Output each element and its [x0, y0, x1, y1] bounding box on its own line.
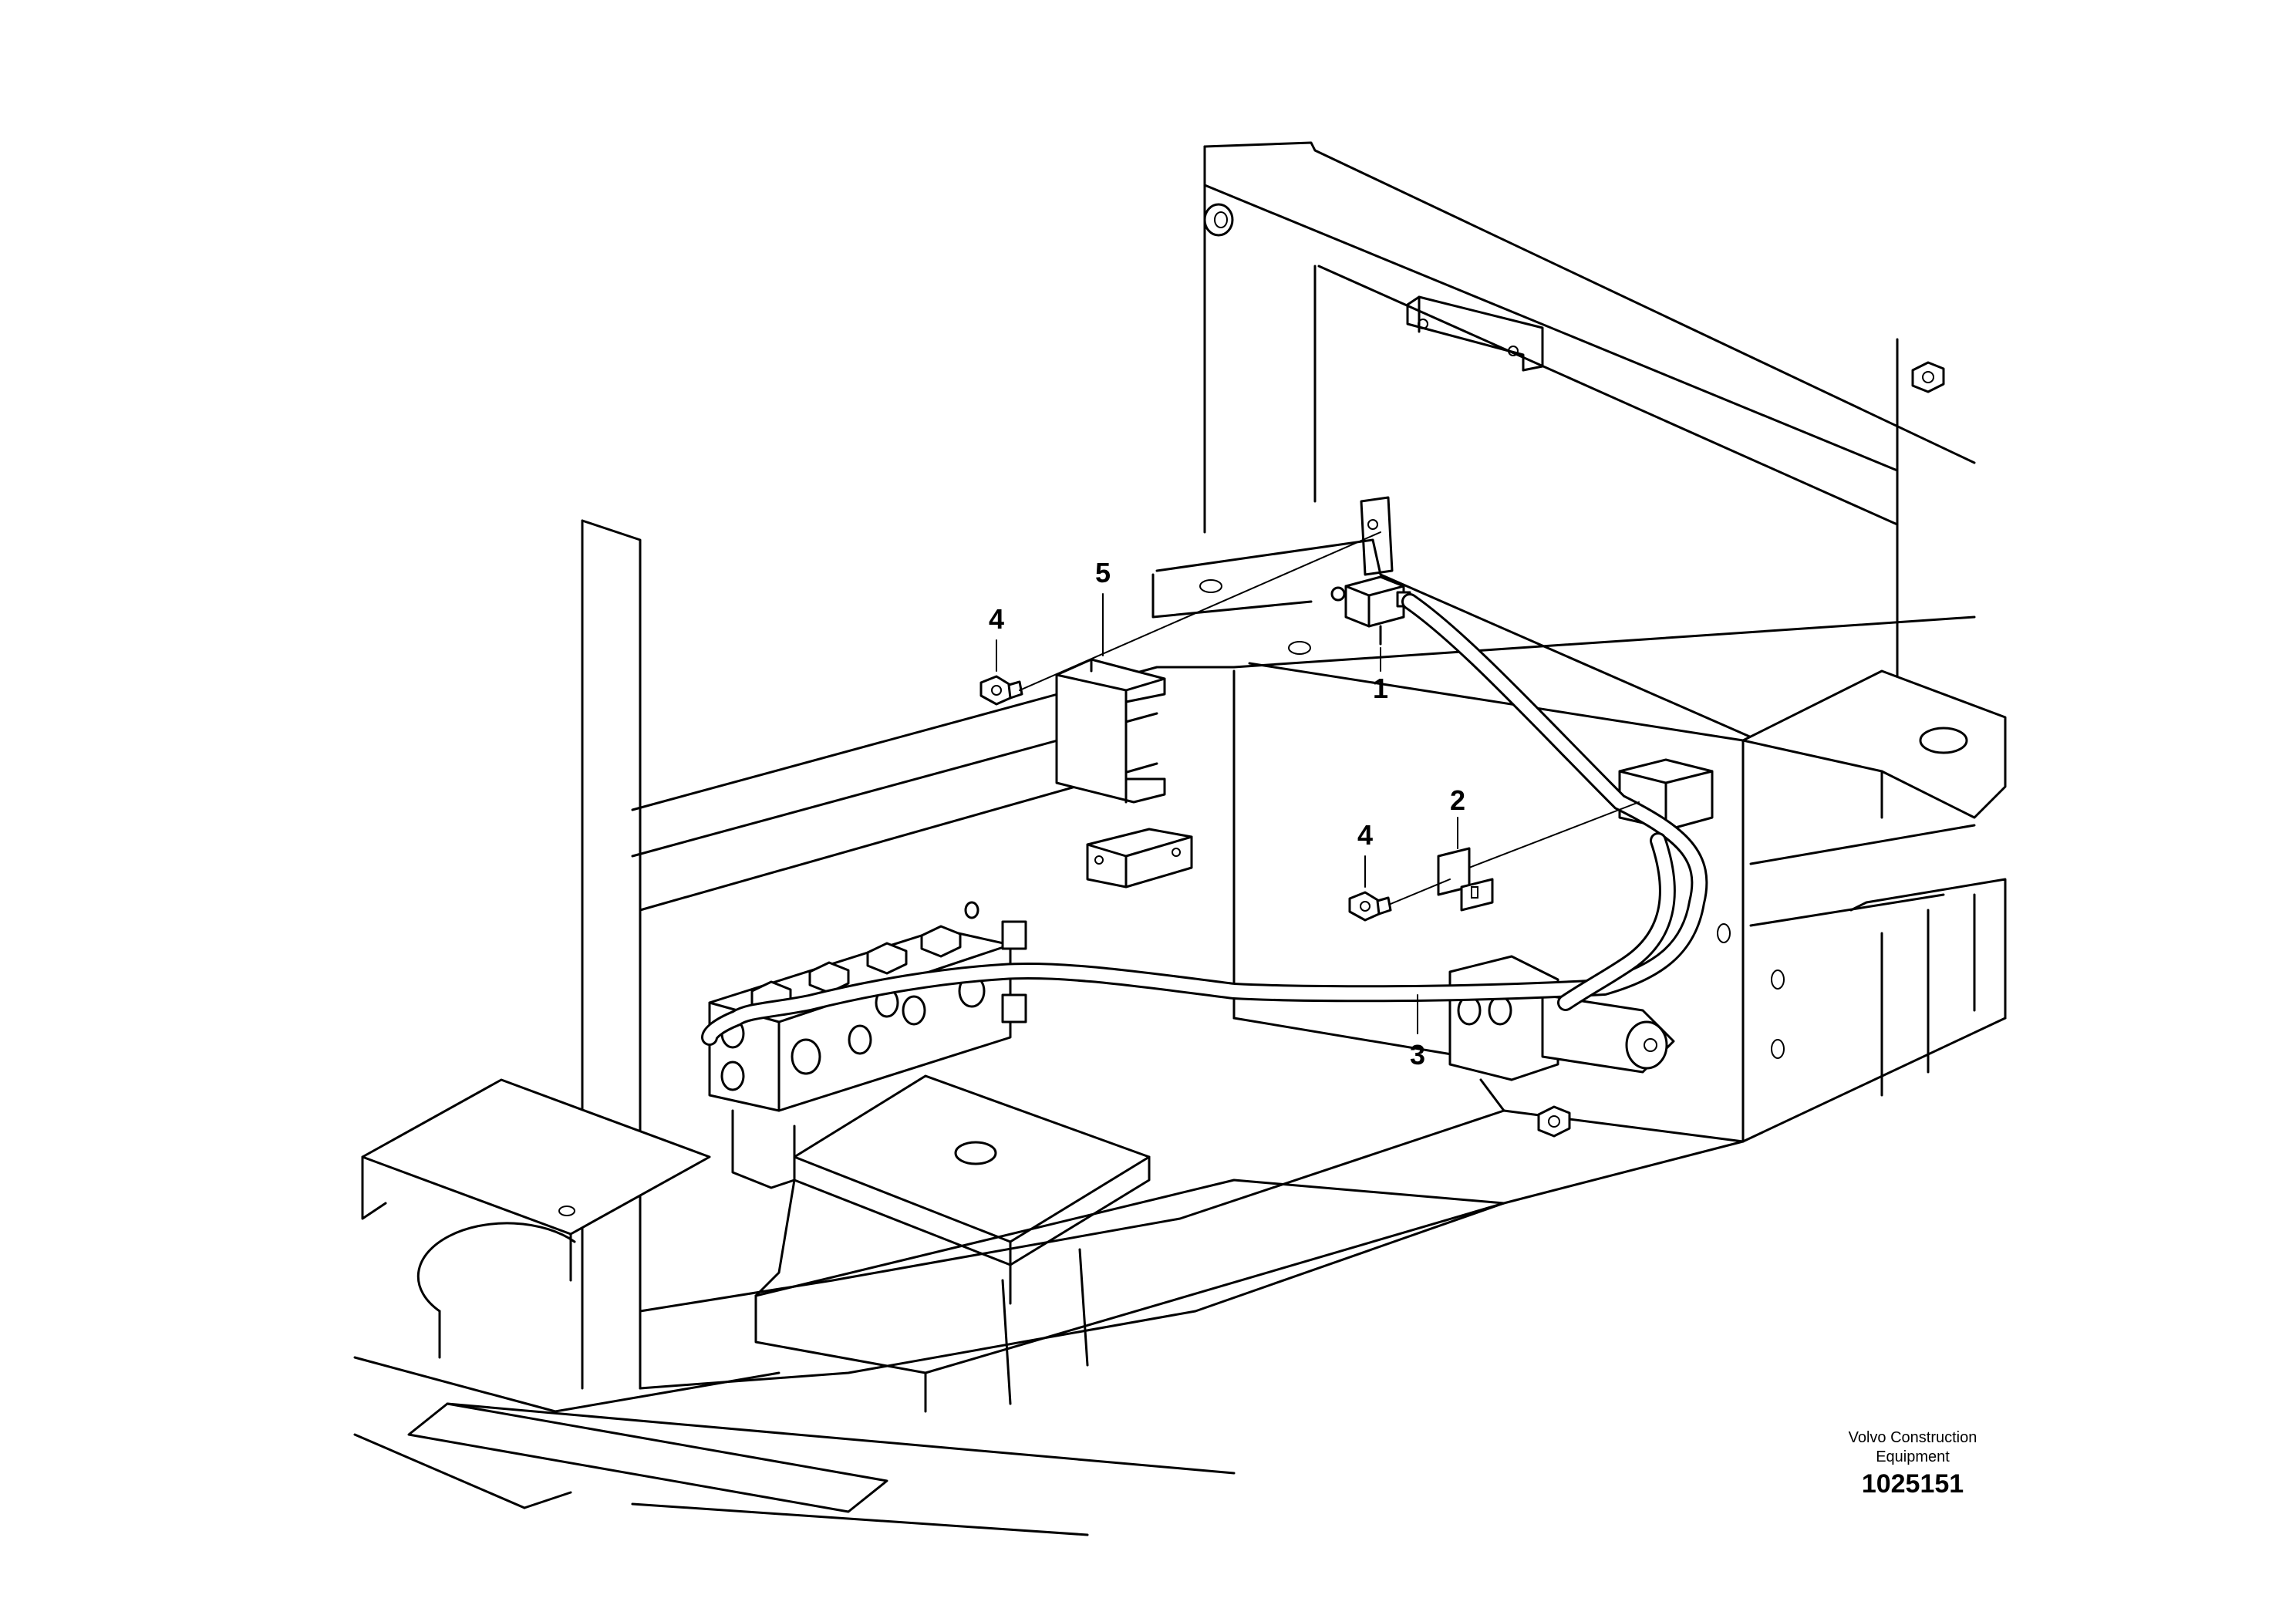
part-4-screw-lower: [1348, 891, 1392, 922]
lower-left-bracket: [353, 1078, 1236, 1536]
mounting-pad: [754, 1074, 1151, 1305]
part-4-screw-upper: [979, 675, 1023, 706]
part-1-switch: [1330, 575, 1411, 646]
callout-4-upper: 4: [989, 603, 1004, 635]
rear-panel-frame: [1203, 141, 1976, 680]
callouts: 1 2 3 4 4 5: [989, 557, 1465, 1071]
part-5-bracket: [1055, 658, 1166, 804]
callout-1: 1: [1373, 673, 1388, 704]
callout-3: 3: [1410, 1039, 1425, 1071]
callout-4-lower: 4: [1357, 819, 1373, 851]
leader-lines: [996, 531, 1640, 1034]
callout-5: 5: [1095, 557, 1111, 588]
angle-bar: [754, 1179, 1505, 1413]
chassis-frame: [581, 496, 2007, 1390]
brand-line-2: Equipment: [1876, 1448, 1950, 1465]
callout-2: 2: [1450, 784, 1465, 816]
part-2-clip: [1437, 847, 1494, 912]
document-number: 1025151: [1861, 1469, 1964, 1499]
spacer-block: [1086, 828, 1193, 889]
brand-caption: Volvo Construction Equipment: [1766, 1428, 2059, 1467]
brand-line-1: Volvo Construction: [1848, 1429, 1977, 1446]
part-3-hose: [701, 593, 1708, 1046]
